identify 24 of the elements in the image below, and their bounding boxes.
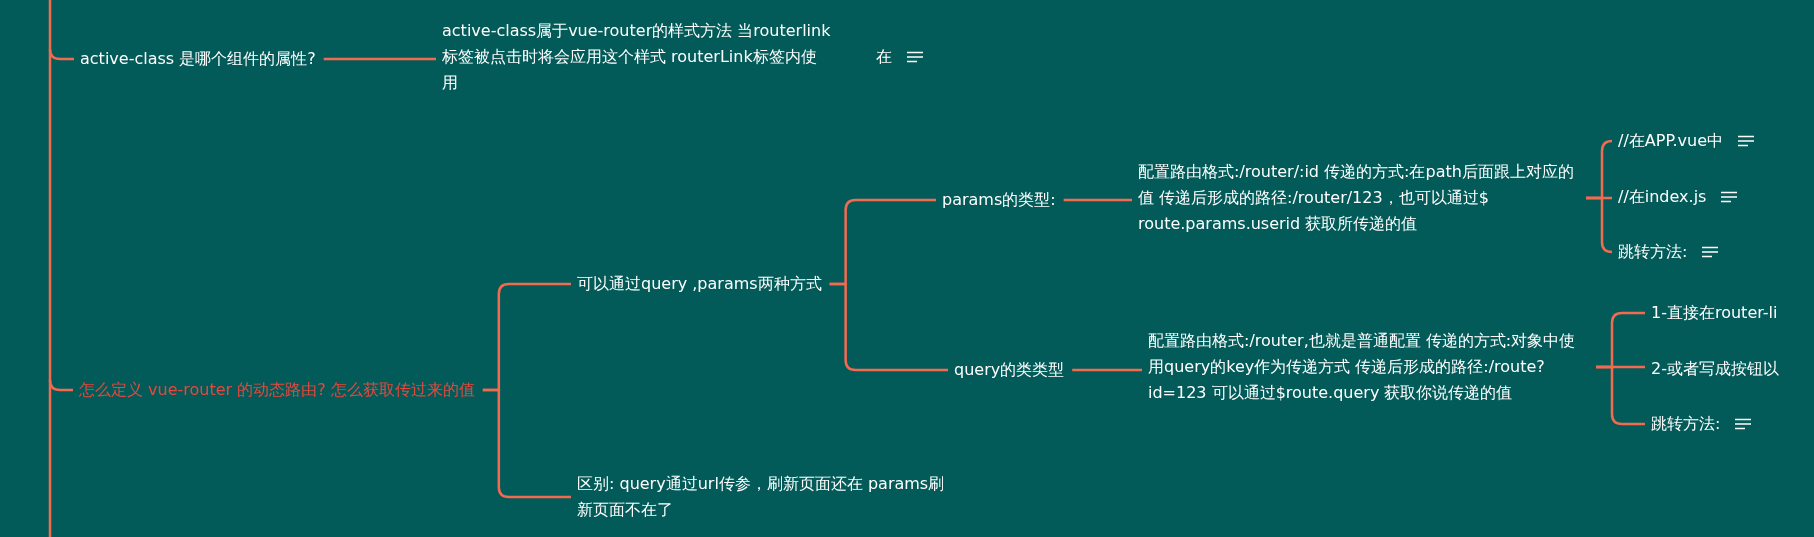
topic-text: 配置路由格式:/router/:id 传递的方式:在path后面跟上对应的值 传递后形成的路径:/router/123，也可以通过$ route.params.userid 获取所传递的值 [1138, 159, 1578, 237]
topic-text: //在index.js [1618, 184, 1707, 210]
topic-text: params的类型: [942, 187, 1056, 213]
topic-text: 2-或者写成按钮以 [1651, 356, 1779, 382]
connector-line [482, 388, 571, 499]
topic-text: active-class 是哪个组件的属性? [80, 46, 316, 72]
connector-line [1072, 368, 1142, 372]
topic-text: 可以通过query ,params两种方式 [577, 271, 822, 297]
connector-line [48, 379, 73, 392]
connector-line [323, 57, 436, 61]
connector-line [48, 48, 74, 61]
topic-text: 怎么定义 vue-router 的动态路由? 怎么获取传过来的值 [79, 377, 475, 403]
topic-text: 区别: query通过url传参，刷新页面还在 params刷新页面不在了 [577, 471, 957, 523]
topic-text: active-class属于vue-router的样式方法 当routerlink标签被点击时将会应用这个样式 routerLink标签内使用 [442, 18, 832, 96]
connector-line [1596, 365, 1645, 426]
side-text: 在 [876, 46, 892, 68]
topic-text: //在APP.vue中 [1618, 128, 1724, 154]
connector-line [829, 282, 948, 372]
connector-line [1063, 198, 1132, 202]
topic-text: 跳转方法: [1651, 411, 1721, 437]
topic-text: 跳转方法: [1618, 239, 1688, 265]
topic-text: 1-直接在router-li [1651, 300, 1778, 326]
topic-text: query的类类型 [954, 357, 1065, 383]
topic-text: 配置路由格式:/router,也就是普通配置 传递的方式:对象中使用query的key作为传递方式 传递后形成的路径:/route?id=123 可以通过$route.query 获取你说传递的值 [1148, 328, 1588, 406]
